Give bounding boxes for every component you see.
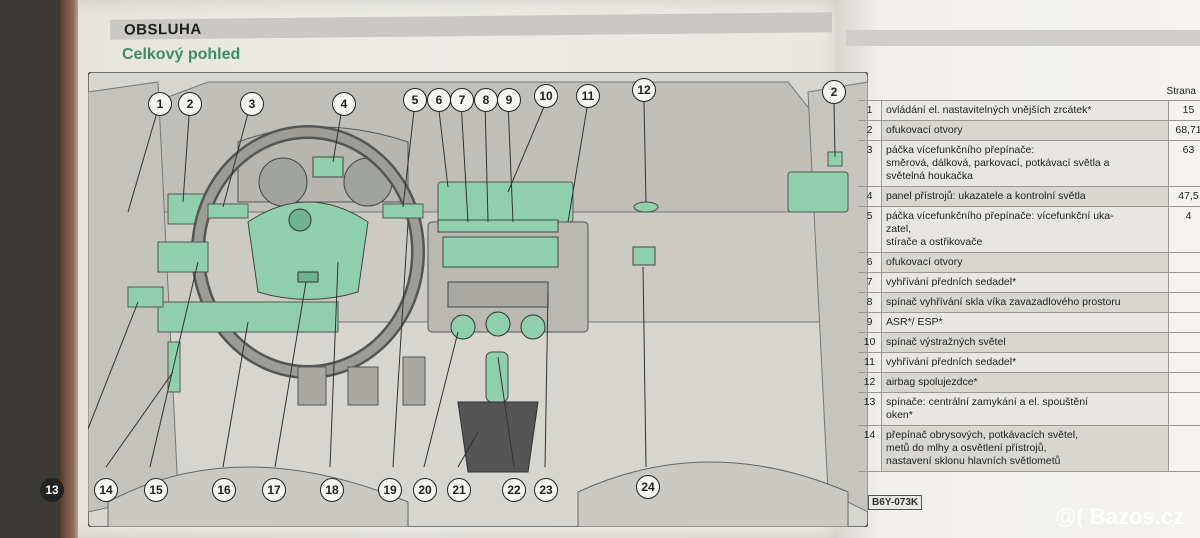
right-page-header-bar (846, 30, 1200, 46)
callout-1: 1 (148, 92, 172, 116)
callout-17: 17 (262, 478, 286, 502)
callout-9: 9 (497, 88, 521, 112)
callout-13: 13 (40, 478, 64, 502)
callout-5: 5 (403, 88, 427, 112)
callout-10: 10 (534, 84, 558, 108)
callout-8: 8 (474, 88, 498, 112)
table-header: Strana (858, 86, 1200, 100)
callout-11: 11 (576, 84, 600, 108)
callout-24: 24 (636, 475, 660, 499)
watermark-logo: @( Bazos.cz (1054, 504, 1184, 529)
callout-21: 21 (447, 478, 471, 502)
callout-2-right: 2 (822, 80, 846, 104)
callout-14: 14 (94, 478, 118, 502)
callout-19: 19 (378, 478, 402, 502)
cockpit-diagram (88, 72, 868, 527)
callout-16: 16 (212, 478, 236, 502)
callout-22: 22 (502, 478, 526, 502)
callout-15: 15 (144, 478, 168, 502)
page-subtitle: Celkový pohled (122, 46, 241, 63)
callout-7: 7 (450, 88, 474, 112)
callout-20: 20 (413, 478, 437, 502)
callout-12: 12 (632, 78, 656, 102)
figure-code: B6Y-073K (868, 495, 923, 510)
callout-2: 2 (178, 92, 202, 116)
callout-23: 23 (534, 478, 558, 502)
callout-4: 4 (332, 92, 356, 116)
book-spine-edge (60, 0, 82, 538)
page-column-header: Strana (1166, 86, 1196, 97)
section-title: OBSLUHA (124, 20, 202, 39)
callout-3: 3 (240, 92, 264, 116)
callout-18: 18 (320, 478, 344, 502)
callout-6: 6 (427, 88, 451, 112)
